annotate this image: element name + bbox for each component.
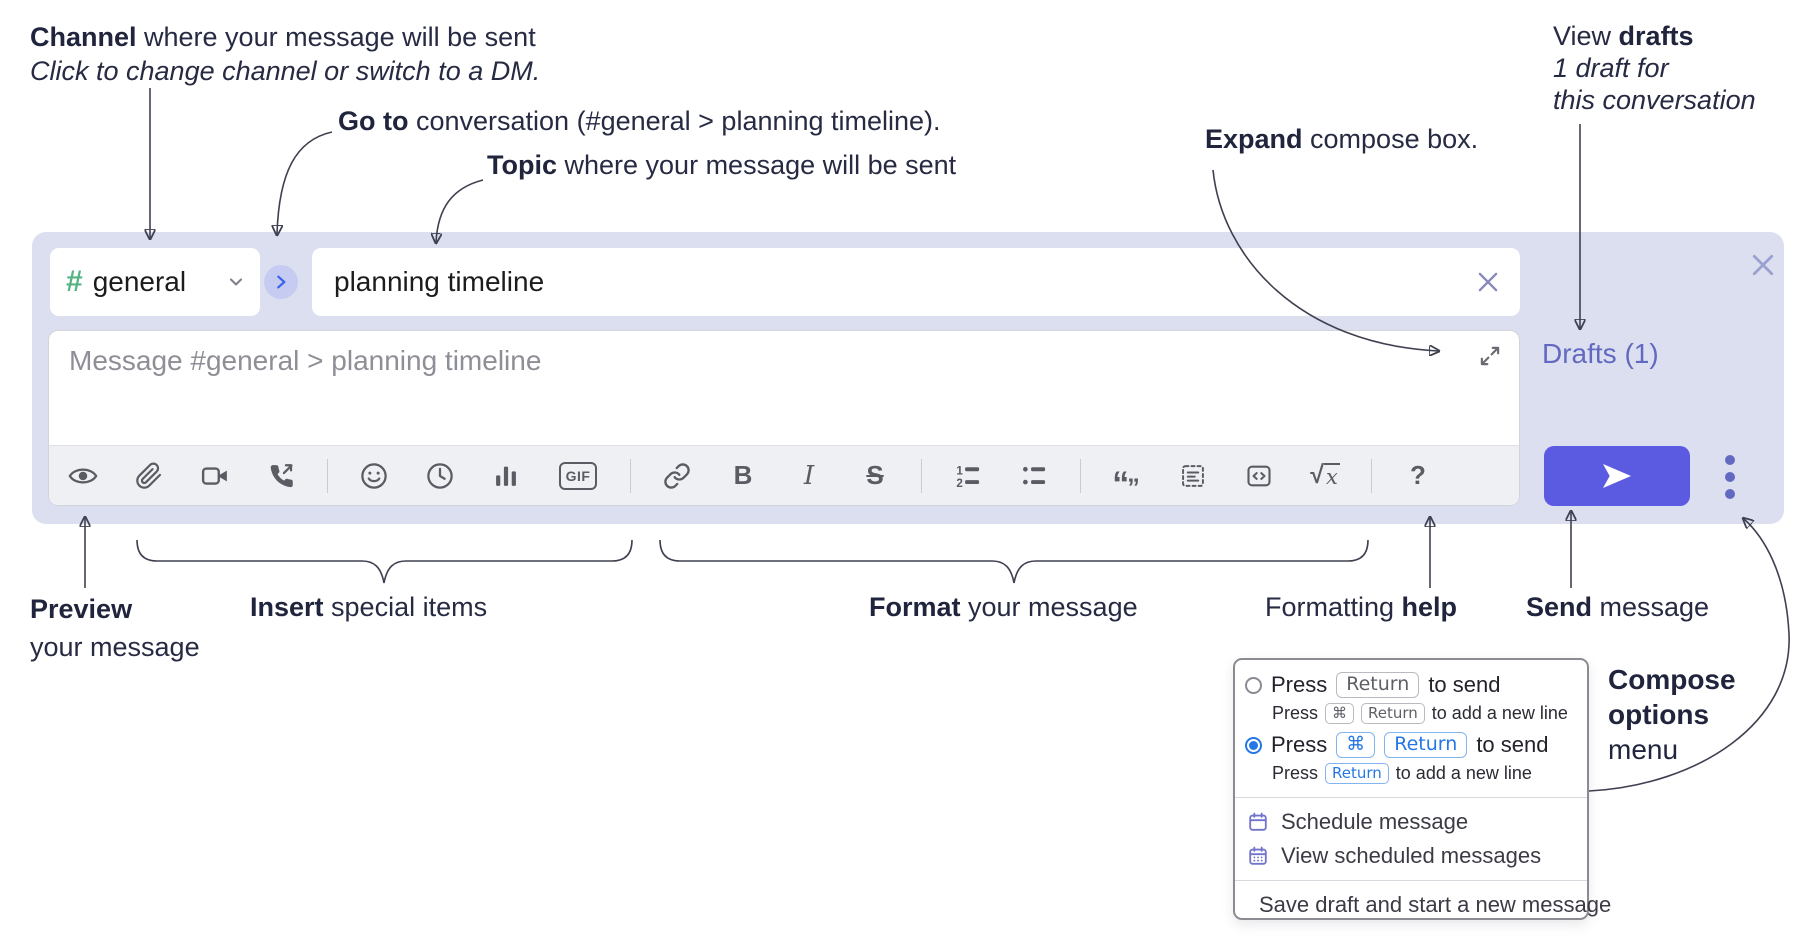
toolbar-divider [630, 458, 631, 493]
svg-text:2: 2 [956, 477, 963, 490]
return-key: Return [1336, 672, 1420, 698]
kebab-menu-icon [1725, 455, 1735, 499]
annotation-format: Format your message [869, 592, 1138, 622]
menu-item-save-draft[interactable]: Save draft and start a new message [1235, 888, 1611, 922]
radio-selected-icon[interactable] [1245, 736, 1262, 754]
video-clip-button[interactable] [195, 456, 235, 496]
toolbar-divider [327, 458, 328, 493]
expand-compose-button[interactable] [1477, 343, 1503, 369]
annotation-channel: Channel where your message will be sent … [30, 22, 541, 86]
channel-hash-icon: # [66, 265, 83, 298]
calendar-scheduled-icon [1249, 846, 1267, 865]
formula-button[interactable]: √x [1310, 461, 1340, 489]
expand-icon [1480, 346, 1500, 366]
calendar-icon [1249, 812, 1267, 831]
close-icon [1478, 272, 1498, 292]
toolbar-divider [1080, 458, 1081, 493]
formatting-help-button[interactable]: ? [1410, 460, 1426, 490]
radio-unselected-icon[interactable] [1245, 676, 1262, 694]
bullet-list-button[interactable] [1014, 456, 1054, 496]
channel-selector[interactable]: # general [50, 248, 260, 316]
send-button[interactable] [1544, 446, 1690, 506]
attach-paperclip-button[interactable] [129, 456, 169, 496]
blockquote-button[interactable]: “” [1112, 464, 1140, 503]
compose-options-button[interactable] [1714, 452, 1746, 504]
menu-divider [1235, 797, 1587, 798]
close-compose-button[interactable] [1744, 246, 1782, 284]
goto-conversation-button[interactable] [264, 265, 298, 299]
return-key: Return [1384, 732, 1468, 758]
annotation-formatting-help: Formatting help [1265, 592, 1458, 622]
annotation-preview: Preview your message [30, 594, 200, 662]
annotation-topic: Topic where your message will be sent [487, 150, 957, 180]
send-option-cmd-return[interactable]: Press ⌘ Return to send [1235, 730, 1587, 760]
inline-code-button[interactable] [1239, 456, 1279, 496]
clear-topic-button[interactable] [1474, 268, 1502, 296]
schedule-clock-button[interactable] [420, 456, 460, 496]
poll-chart-icon[interactable] [486, 456, 526, 496]
cmd-key: ⌘ [1336, 732, 1376, 758]
send-option-return[interactable]: Press Return to send [1235, 670, 1587, 700]
channel-name: general [92, 266, 187, 297]
annotation-insert: Insert special items [250, 592, 488, 622]
menu-divider [1235, 880, 1587, 881]
cmd-key: ⌘ [1325, 703, 1355, 724]
send-plane-icon [1603, 464, 1631, 488]
toolbar-divider [1371, 458, 1372, 493]
emoji-button[interactable] [354, 456, 394, 496]
annotation-compose-options: Compose options menu [1608, 664, 1736, 765]
toolbar-divider [921, 458, 922, 493]
return-key: Return [1361, 703, 1425, 724]
send-option-cmd-return-hint: Press Return to add a new line [1272, 763, 1532, 784]
gif-label: GIF [558, 461, 598, 490]
code-block-button[interactable] [1173, 456, 1213, 496]
close-icon [1752, 254, 1774, 276]
strikethrough-button[interactable]: S [866, 460, 884, 490]
send-option-return-hint: Press ⌘ Return to add a new line [1272, 703, 1568, 724]
menu-item-view-scheduled[interactable]: View scheduled messages [1235, 839, 1587, 873]
bold-button[interactable]: B [733, 460, 753, 490]
gif-button[interactable]: GIF [552, 456, 604, 496]
chevron-down-icon [226, 272, 246, 292]
link-button[interactable] [657, 456, 697, 496]
drafts-link[interactable]: Drafts (1) [1542, 338, 1659, 369]
topic-input[interactable]: planning timeline [312, 248, 1520, 316]
compose-options-menu: Press Return to send Press ⌘ Return to a… [1233, 658, 1611, 922]
italic-button[interactable]: I [803, 460, 815, 491]
annotation-view-drafts: View drafts 1 draft for this conversatio… [1553, 21, 1756, 115]
message-placeholder: Message #general > planning timeline [69, 345, 542, 376]
menu-item-schedule-message[interactable]: Schedule message [1235, 805, 1587, 839]
topic-value: planning timeline [334, 266, 545, 297]
preview-eye-button[interactable] [63, 456, 103, 496]
return-key: Return [1325, 763, 1389, 784]
message-compose-area[interactable]: Message #general > planning timeline [48, 330, 1520, 506]
svg-text:1: 1 [956, 464, 963, 477]
annotation-goto: Go to conversation (#general > planning … [338, 106, 941, 136]
audio-call-button[interactable] [261, 456, 301, 496]
annotation-send: Send message [1526, 592, 1710, 622]
annotation-expand: Expand compose box. [1205, 124, 1479, 154]
chevron-right-icon [277, 275, 286, 289]
